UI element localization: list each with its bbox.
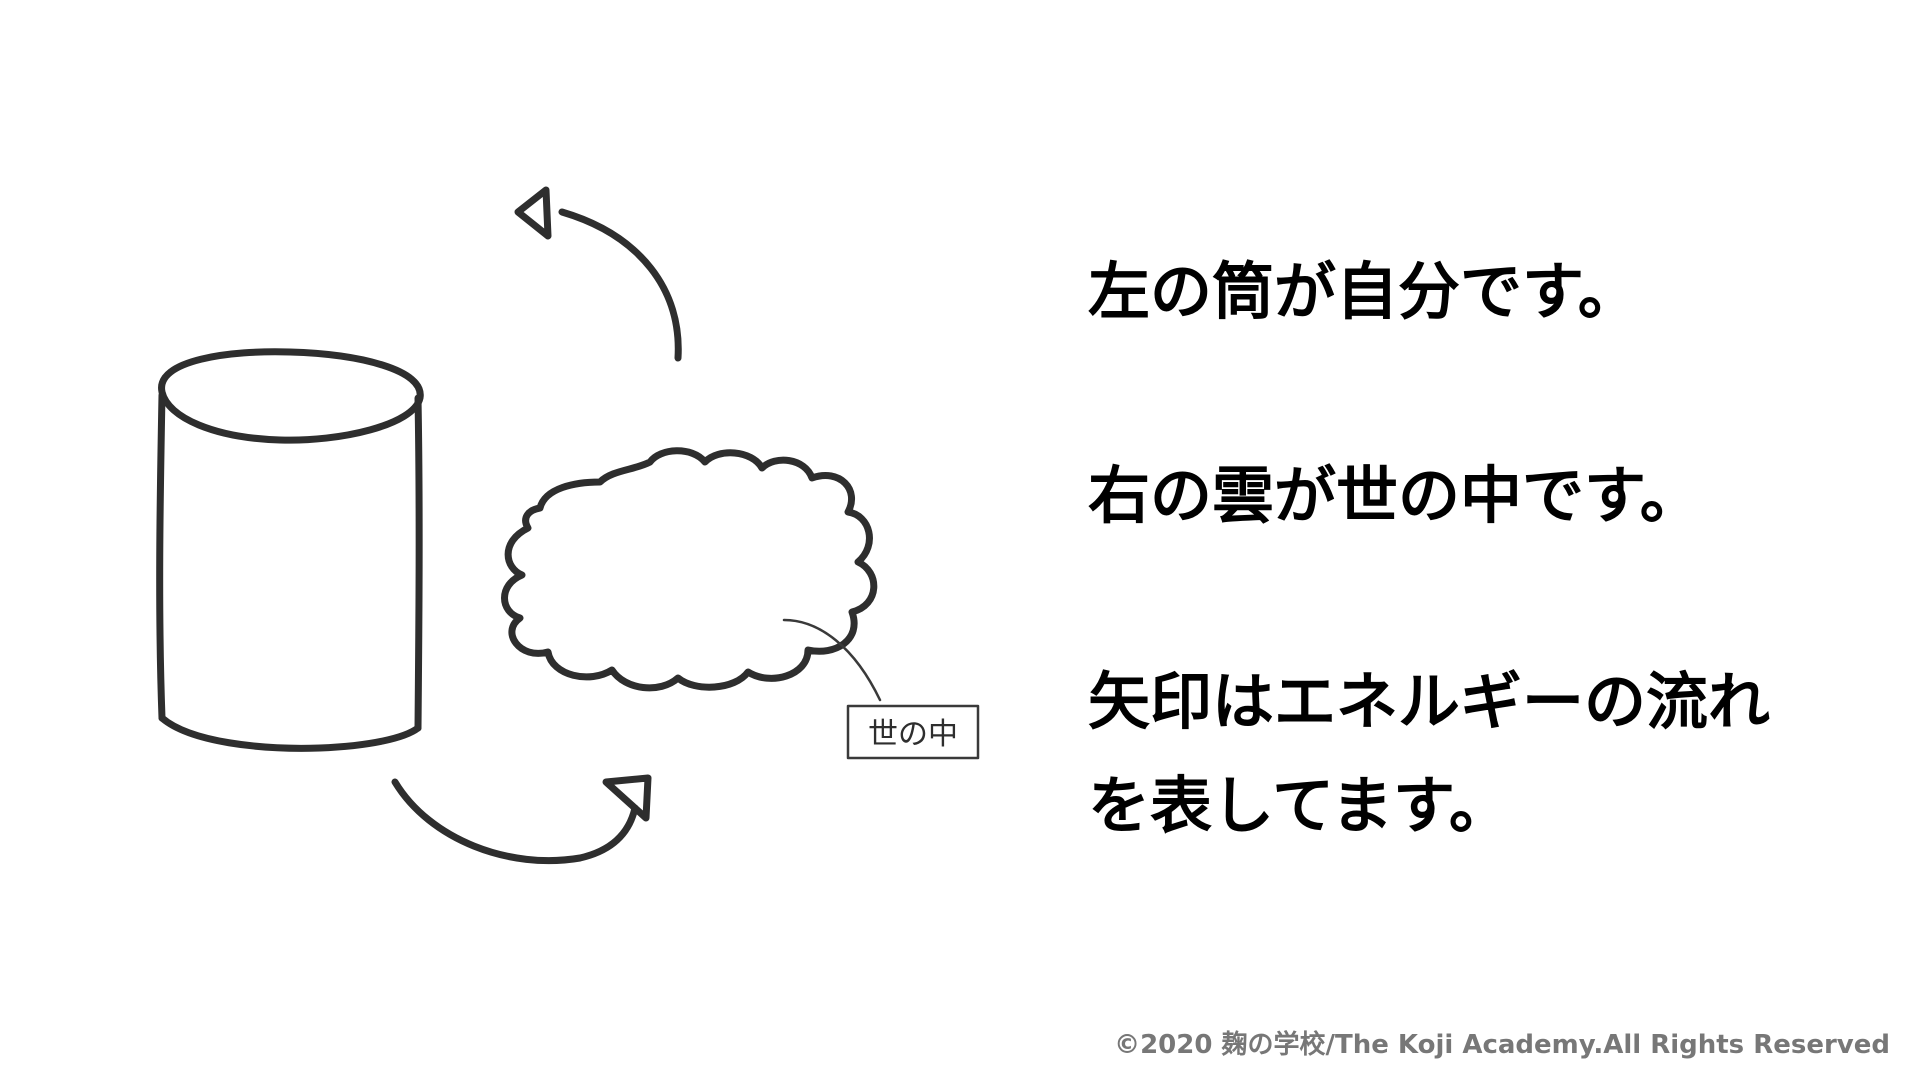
cylinder-left-side — [156, 391, 166, 722]
text-line-3: 矢印はエネルギーの流れ — [1088, 665, 1771, 738]
arrow-lower — [391, 774, 652, 865]
text-line-2: 右の雲が世の中です。 — [1088, 459, 1702, 532]
arrow-upper — [514, 186, 682, 362]
cloud-outline — [501, 447, 878, 692]
cloud-label-text: 世の中 — [868, 717, 958, 752]
copyright-notice: ©2020 麹の学校/The Koji Academy.All Rights R… — [1114, 1030, 1890, 1060]
arrow-upper-shaft — [558, 208, 682, 362]
text-line-1: 左の筒が自分です。 — [1088, 255, 1640, 328]
cloud-label-box — [846, 704, 980, 760]
cylinder-top-ellipse — [158, 348, 424, 444]
text-line-4: を表してます。 — [1088, 769, 1511, 842]
cloud-label-leader — [782, 618, 882, 702]
cylinder-right-side — [414, 394, 423, 732]
arrow-upper-head — [514, 186, 552, 240]
cloud-world: 世の中 — [501, 447, 980, 760]
arrow-lower-head — [602, 774, 652, 822]
cylinder-self — [156, 348, 424, 752]
cylinder-bottom-curve — [158, 714, 422, 752]
arrow-lower-shaft — [391, 778, 639, 865]
